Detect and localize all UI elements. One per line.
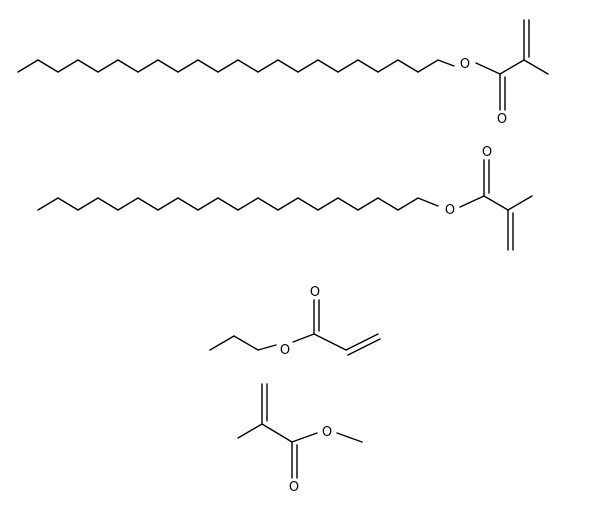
molecule-3-bond-o-carbonyl bbox=[292, 333, 315, 343]
molecule-3-bond-ethyl-1 bbox=[209, 335, 235, 351]
molecule-4: O O bbox=[237, 383, 363, 495]
molecule-2-carbonyl-oxygen: O bbox=[482, 145, 492, 160]
molecule-2-bond-o-carbonyl bbox=[459, 195, 485, 208]
molecule-1-alkyl-chain bbox=[17, 59, 455, 73]
molecule-1-bond-methyl bbox=[523, 59, 549, 75]
molecule-2: O O bbox=[37, 145, 533, 251]
molecule-4-bond-carbonyl-o bbox=[291, 432, 318, 443]
molecule-4-carbonyl-oxygen: O bbox=[289, 480, 299, 495]
molecule-3-bond-ch2-o bbox=[257, 344, 277, 351]
molecule-3-bond-ethyl-2 bbox=[233, 335, 259, 351]
molecule-4-bond-methyl bbox=[237, 423, 263, 439]
molecule-4-bond-alpha-carbonyl bbox=[261, 423, 293, 443]
molecule-2-ester-oxygen: O bbox=[445, 203, 455, 218]
molecule-4-ester-oxygen: O bbox=[322, 425, 332, 440]
molecule-2-bond-carbonyl-alpha bbox=[483, 195, 509, 211]
molecule-1-carbonyl-oxygen: O bbox=[497, 112, 507, 127]
molecule-3: O O bbox=[209, 285, 381, 358]
molecule-4-bond-o-methyl bbox=[336, 432, 363, 443]
molecule-1-bond-carbonyl-alpha bbox=[499, 59, 525, 75]
molecule-3-bond-carbonyl-alpha bbox=[313, 333, 347, 351]
molecule-1: O O bbox=[17, 19, 549, 127]
molecule-2-alkyl-chain bbox=[37, 197, 439, 211]
molecule-1-bond-o-carbonyl bbox=[475, 62, 501, 75]
molecule-2-bond-methyl bbox=[507, 195, 533, 211]
molecule-3-bond-vinyl-b bbox=[347, 338, 381, 356]
molecule-3-carbonyl-oxygen: O bbox=[310, 285, 320, 300]
molecule-3-bond-vinyl-a bbox=[345, 333, 379, 351]
molecule-3-ester-oxygen: O bbox=[280, 343, 290, 358]
molecule-1-ester-oxygen: O bbox=[460, 57, 470, 72]
